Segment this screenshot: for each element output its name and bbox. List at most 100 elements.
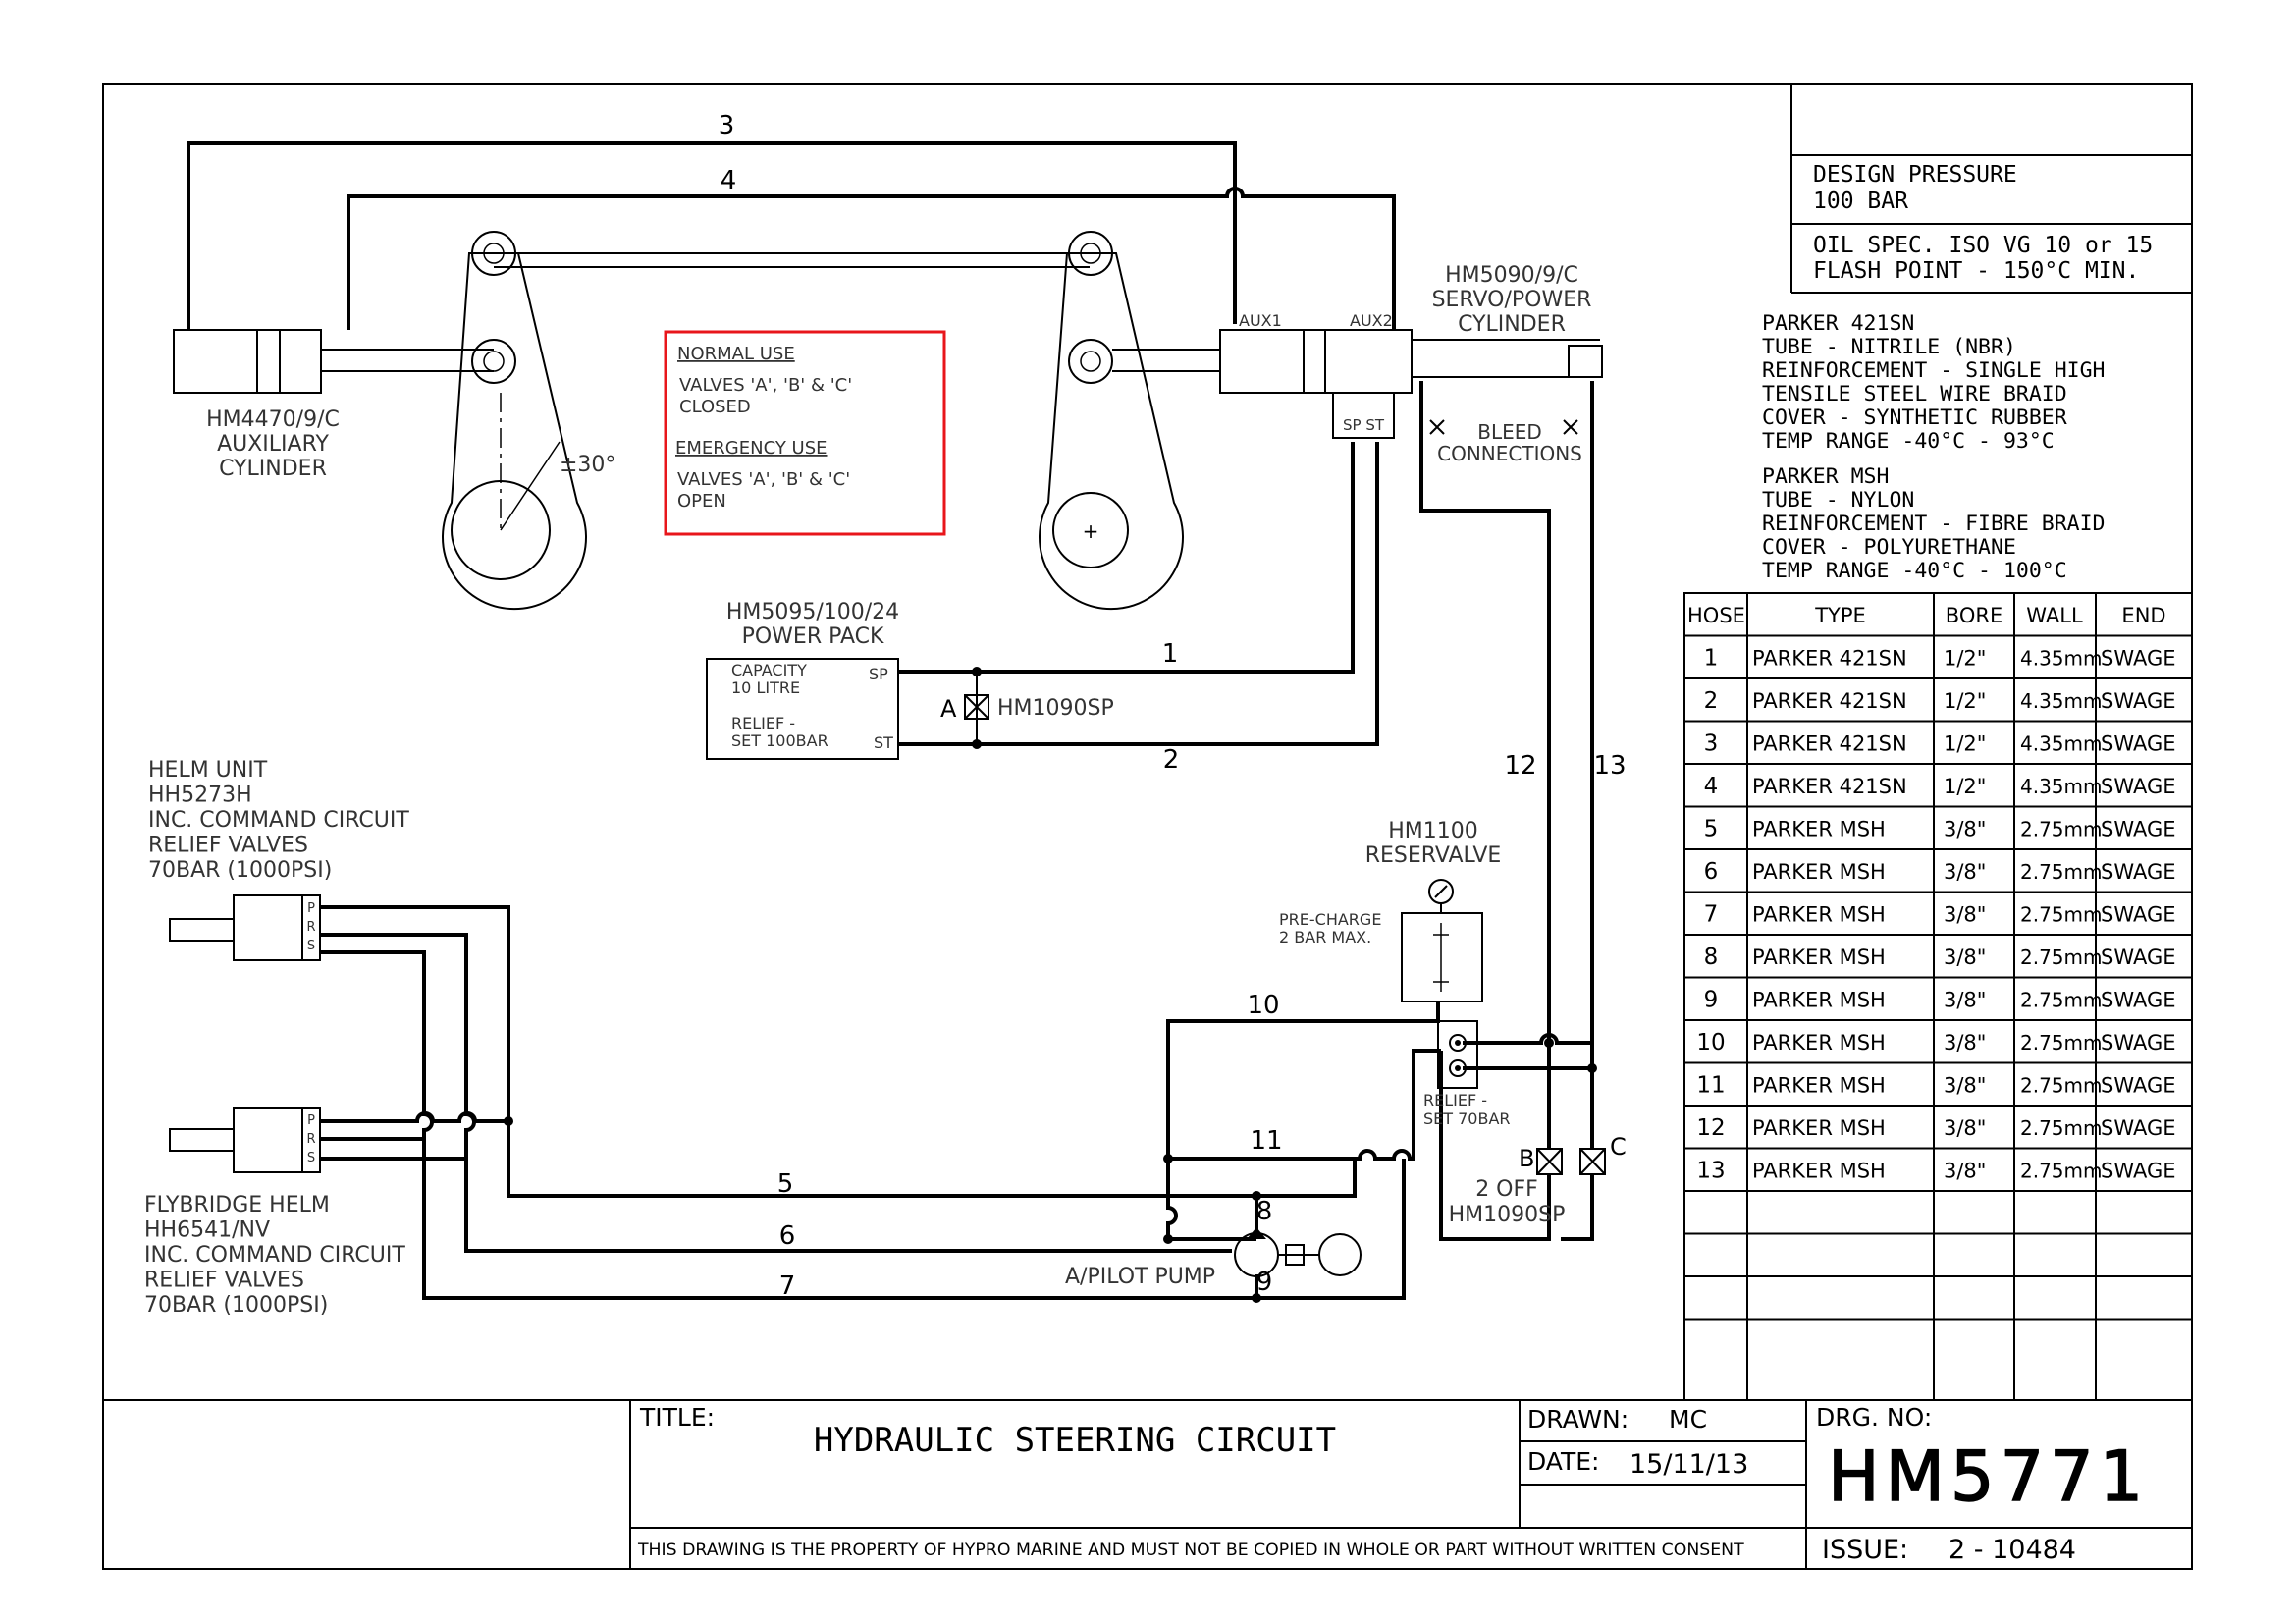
power-pack-text: POWER PACK	[742, 624, 884, 649]
pp-capacity-2: 10 LITRE	[731, 678, 800, 697]
cell-type: PARKER MSH	[1752, 1160, 1886, 1183]
hose-number: 6	[779, 1221, 796, 1251]
cell-type: PARKER 421SN	[1752, 647, 1907, 671]
hose-number: 13	[1593, 751, 1626, 781]
hose-number: 4	[721, 166, 737, 195]
copyright-notice: THIS DRAWING IS THE PROPERTY OF HYPRO MA…	[637, 1541, 1744, 1560]
cell-bore: 3/8"	[1944, 946, 1986, 969]
cell-wall: 2.75mm	[2020, 1116, 2103, 1140]
emergency-use-text: OPEN	[677, 491, 726, 512]
prs-port: S	[307, 939, 315, 953]
design-pressure-label: DESIGN PRESSURE	[1813, 162, 2017, 188]
cell-hose: 9	[1704, 988, 1719, 1013]
reservalve-text: RESERVALVE	[1365, 843, 1502, 868]
prs-port: R	[306, 920, 315, 935]
flash-point: FLASH POINT - 150°C MIN.	[1813, 258, 2139, 284]
valve-a-part: HM1090SP	[997, 696, 1114, 721]
aux-cyl-text: AUXILIARY	[217, 432, 329, 457]
aux-cyl-text: CYLINDER	[219, 457, 327, 481]
angle-label: ±30°	[560, 453, 615, 477]
flybridge-text: RELIEF VALVES	[144, 1269, 304, 1293]
cell-bore: 1/2"	[1944, 732, 1986, 756]
table-header: HOSE	[1687, 604, 1745, 627]
table-header: TYPE	[1814, 604, 1866, 627]
reservalve-text: HM1100	[1388, 819, 1478, 843]
cell-type: PARKER 421SN	[1752, 689, 1907, 713]
normal-use-title: NORMAL USE	[677, 344, 795, 364]
cell-end: SWAGE	[2101, 647, 2175, 671]
cell-end: SWAGE	[2101, 860, 2175, 884]
cell-hose: 8	[1704, 945, 1719, 970]
hose-number: 9	[1256, 1268, 1273, 1297]
drawing-title: HYDRAULIC STEERING CIRCUIT	[814, 1421, 1336, 1460]
prs-port: P	[307, 1113, 315, 1128]
steering-arm-right: +	[1039, 231, 1184, 611]
usage-note-box	[664, 330, 946, 536]
cell-wall: 4.35mm	[2020, 647, 2103, 671]
cell-hose: 7	[1704, 902, 1719, 928]
hose-number: 8	[1256, 1197, 1273, 1226]
table-header: WALL	[2026, 604, 2083, 627]
prs-port: P	[307, 901, 315, 916]
cell-bore: 3/8"	[1944, 903, 1986, 927]
flybridge-text: HH6541/NV	[144, 1218, 270, 1243]
cell-end: SWAGE	[2101, 689, 2175, 713]
cell-type: PARKER MSH	[1752, 903, 1886, 927]
cell-bore: 1/2"	[1944, 775, 1986, 798]
issue-label: ISSUE:	[1822, 1535, 1908, 1565]
relief70-text: RELIEF -	[1423, 1091, 1487, 1109]
table-header: BORE	[1946, 604, 2002, 627]
cell-bore: 3/8"	[1944, 818, 1986, 841]
cell-type: PARKER MSH	[1752, 989, 1886, 1012]
normal-use-text: CLOSED	[679, 397, 751, 417]
cell-wall: 2.75mm	[2020, 1160, 2103, 1183]
title-label: TITLE:	[639, 1403, 715, 1432]
hose-number: 3	[719, 111, 735, 140]
spec-421sn-line: TEMP RANGE -40°C - 93°C	[1762, 429, 2055, 454]
spec-msh-line: REINFORCEMENT - FIBRE BRAID	[1762, 512, 2106, 536]
pump-label: A/PILOT PUMP	[1065, 1265, 1215, 1289]
cell-end: SWAGE	[2101, 946, 2175, 969]
cell-wall: 2.75mm	[2020, 818, 2103, 841]
cell-type: PARKER MSH	[1752, 1031, 1886, 1055]
cell-type: PARKER MSH	[1752, 946, 1886, 969]
hose-number: 7	[779, 1271, 796, 1301]
cell-bore: 3/8"	[1944, 860, 1986, 884]
table-header: END	[2121, 604, 2165, 627]
cell-hose: 6	[1704, 859, 1719, 885]
aux-cyl-text: HM4470/9/C	[206, 407, 340, 432]
two-off-text: 2 OFF	[1475, 1177, 1538, 1202]
table-rule	[1683, 592, 2193, 1401]
pp-st-port: ST	[874, 733, 893, 752]
spec-421sn-line: REINFORCEMENT - SINGLE HIGH	[1762, 358, 2106, 383]
title-block: TITLE: HYDRAULIC STEERING CIRCUIT DRAWN:…	[637, 1403, 2144, 1565]
cell-end: SWAGE	[2101, 1160, 2175, 1183]
cell-end: SWAGE	[2101, 1116, 2175, 1140]
cell-wall: 4.35mm	[2020, 775, 2103, 798]
spec-421sn-line: TUBE - NITRILE (NBR)	[1762, 335, 2016, 359]
cell-bore: 3/8"	[1944, 1116, 1986, 1140]
precharge-text: 2 BAR MAX.	[1279, 928, 1371, 947]
cell-bore: 3/8"	[1944, 1031, 1986, 1055]
precharge-text: PRE-CHARGE	[1279, 910, 1381, 929]
servo-cylinder	[1112, 329, 1603, 439]
cell-end: SWAGE	[2101, 1074, 2175, 1098]
flybridge-text: FLYBRIDGE HELM	[144, 1193, 330, 1217]
helm-text: INC. COMMAND CIRCUIT	[148, 808, 409, 833]
cell-bore: 3/8"	[1944, 1074, 1986, 1098]
cell-hose: 10	[1696, 1030, 1725, 1055]
svg-text:+: +	[1083, 519, 1099, 543]
cell-type: PARKER 421SN	[1752, 775, 1907, 798]
cell-type: PARKER 421SN	[1752, 732, 1907, 756]
helm-text: RELIEF VALVES	[148, 834, 308, 858]
